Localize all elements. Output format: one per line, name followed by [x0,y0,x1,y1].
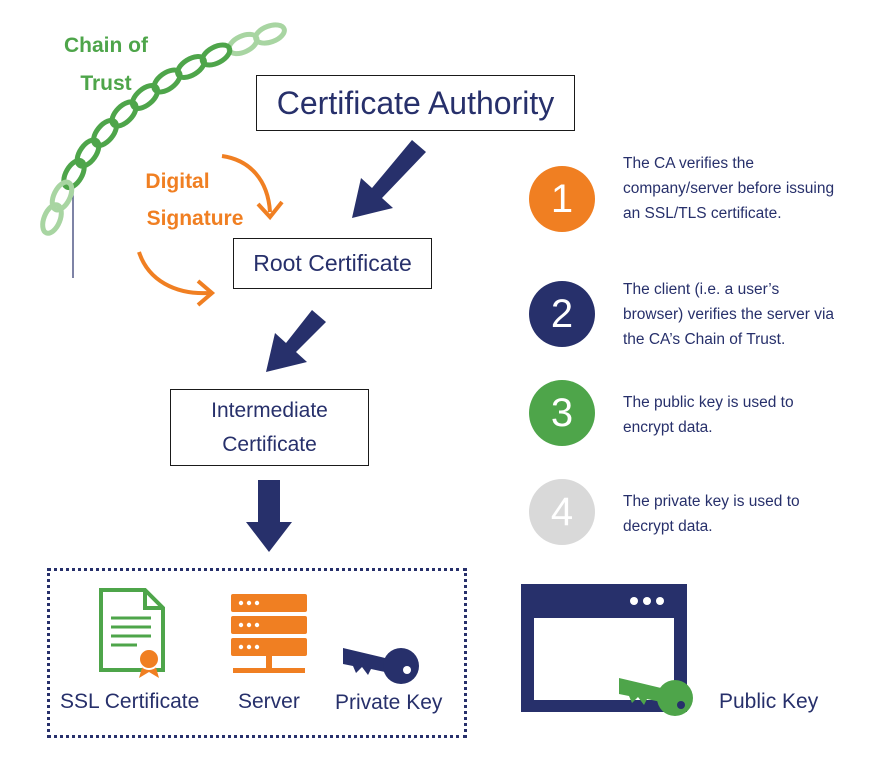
ssl-certificate-label: SSL Certificate [60,690,200,713]
server-label: Server [238,690,300,713]
step-3-circle: 3 [529,380,595,446]
chain-label-line1: Chain of [64,34,148,57]
step-3-text: The public key is used to encrypt data. [623,394,794,436]
step-2-number: 2 [550,291,574,336]
private-key-icon [343,648,419,684]
signature-label-line2: Signature [146,207,244,230]
server-icon [231,594,307,673]
intermediate-certificate-box: Intermediate Certificate [170,389,369,466]
public-key-icon [619,678,693,716]
certificate-authority-box: Certificate Authority [256,75,575,131]
server-side-container [47,568,467,738]
step-2-text: The client (i.e. a user’s browser) verif… [623,281,835,348]
step-4-number: 4 [550,489,574,534]
step-3-number: 3 [550,390,574,435]
intermediate-label-line2: Certificate [222,432,317,456]
digital-signature-label: Digital Signature [110,163,250,237]
private-key-label: Private Key [335,691,443,714]
step-4-circle: 4 [529,479,595,545]
public-key-label: Public Key [719,690,819,713]
browser-window-icon [521,584,687,712]
step-2-circle: 2 [529,281,595,347]
step-1-text: The CA verifies the company/server befor… [623,155,835,222]
chain-of-trust-label: Chain of Trust [58,27,154,103]
signature-label-line1: Digital [145,170,210,193]
certificate-authority-label: Certificate Authority [276,84,555,121]
ssl-certificate-icon [99,588,165,678]
root-certificate-box: Root Certificate [233,238,432,289]
step-1-circle: 1 [529,166,595,232]
chain-label-line2: Trust [80,72,132,95]
intermediate-label-line1: Intermediate [211,398,328,422]
step-4-text: The private key is used to decrypt data. [623,493,800,535]
step-1-number: 1 [550,176,574,221]
root-certificate-label: Root Certificate [253,250,412,276]
